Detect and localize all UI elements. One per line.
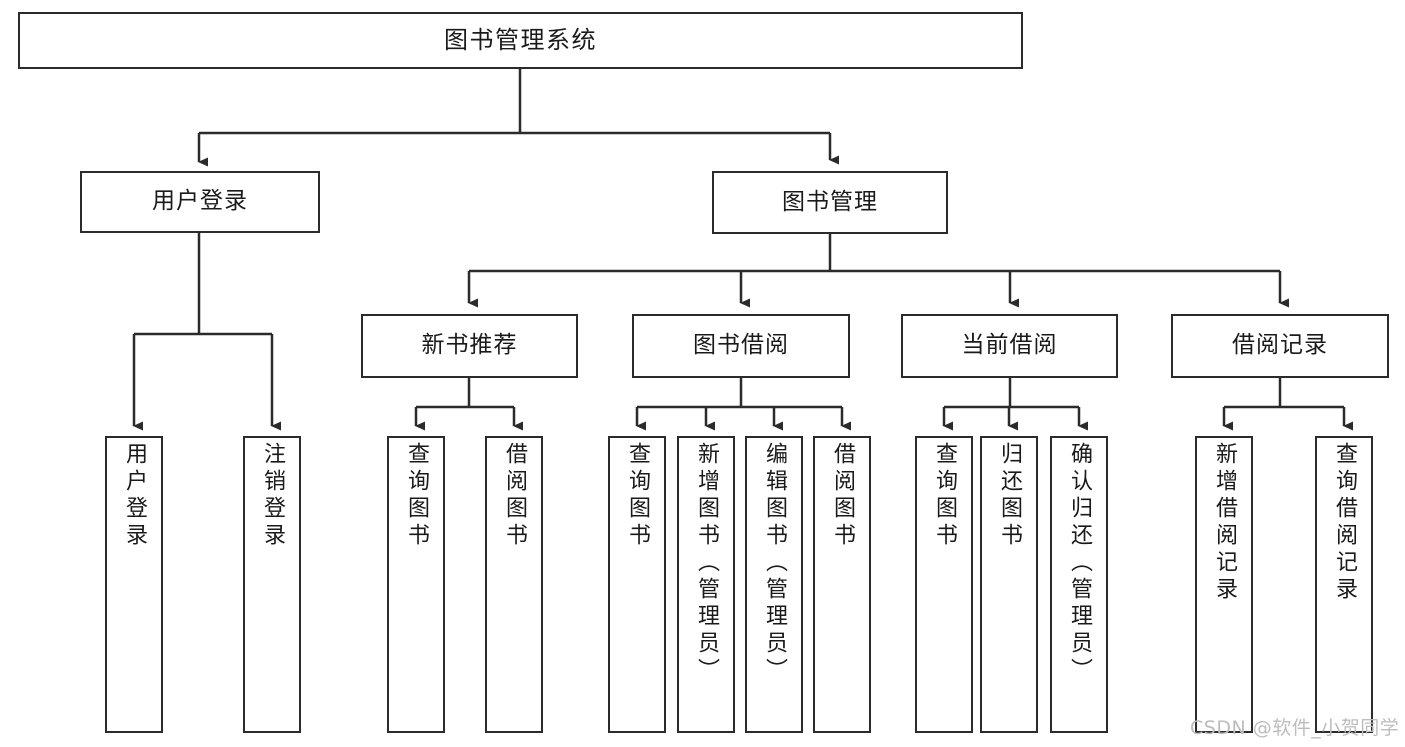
node-label: 注销登录 [260,442,285,550]
node-label: 图书借阅 [693,332,789,359]
node-label: 用户登录 [122,442,147,550]
node-new-book-recommend[interactable]: 新书推荐 [361,314,578,378]
node-leaf-query-book-current[interactable]: 查询图书 [915,436,973,733]
node-book-management[interactable]: 图书管理 [712,171,948,234]
node-leaf-query-book-recommend[interactable]: 查询图书 [387,436,445,733]
node-label: 借阅图书 [830,442,855,550]
node-label: 借阅图书 [502,442,527,550]
node-leaf-logout[interactable]: 注销登录 [243,436,301,733]
node-label: 确认归还（管理员） [1067,442,1092,685]
node-label: 新书推荐 [421,332,518,359]
node-leaf-user-login[interactable]: 用户登录 [105,436,163,733]
watermark-text: CSDN @软件_小贺同学 [1190,717,1400,739]
node-label: 新增图书（管理员） [694,442,719,685]
node-label: 当前借阅 [961,332,1058,359]
node-leaf-query-borrow-record[interactable]: 查询借阅记录 [1315,436,1373,733]
node-label: 图书管理系统 [444,26,597,55]
node-label: 归还图书 [997,442,1022,550]
node-label: 查询图书 [404,442,429,550]
node-book-borrow[interactable]: 图书借阅 [632,314,850,378]
node-leaf-confirm-return-admin[interactable]: 确认归还（管理员） [1050,436,1108,733]
node-label: 查询图书 [625,442,650,550]
node-leaf-edit-book-admin[interactable]: 编辑图书（管理员） [745,436,803,733]
node-leaf-borrow-book[interactable]: 借阅图书 [813,436,871,733]
node-leaf-borrow-book-recommend[interactable]: 借阅图书 [485,436,543,733]
node-label: 图书管理 [782,188,878,215]
node-root-system[interactable]: 图书管理系统 [18,12,1023,69]
node-label: 查询图书 [932,442,957,550]
node-borrow-record[interactable]: 借阅记录 [1171,314,1389,378]
node-label: 查询借阅记录 [1332,442,1357,604]
node-user-login[interactable]: 用户登录 [80,171,320,233]
node-leaf-add-book-admin[interactable]: 新增图书（管理员） [677,436,735,733]
node-leaf-add-borrow-record[interactable]: 新增借阅记录 [1195,436,1253,733]
node-leaf-return-book[interactable]: 归还图书 [980,436,1038,733]
node-current-borrow[interactable]: 当前借阅 [901,314,1118,378]
node-label: 编辑图书（管理员） [762,442,787,685]
node-label: 用户登录 [152,188,248,215]
node-label: 新增借阅记录 [1212,442,1237,604]
node-leaf-query-book-borrow[interactable]: 查询图书 [608,436,666,733]
node-label: 借阅记录 [1232,332,1328,359]
